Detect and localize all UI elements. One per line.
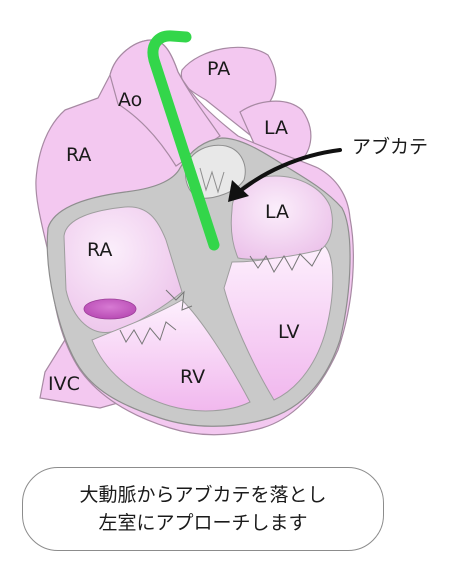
label-ivc: IVC: [48, 373, 80, 395]
catheter-arrowhead: [228, 180, 249, 202]
coronary-sinus-marker: [83, 298, 137, 320]
label-la-outer: LA: [264, 117, 288, 139]
label-ao: Ao: [118, 89, 142, 111]
caption-line-2: 左室にアプローチします: [98, 512, 308, 534]
tricuspid-leaflet: [165, 289, 193, 311]
label-lv: LV: [278, 321, 300, 343]
caption-box: 大動脈からアブカテを落とし 左室にアプローチします: [22, 467, 384, 551]
aortic-cusps: [199, 167, 225, 194]
mitral-valve: [249, 247, 323, 274]
left-atrium-chamber: [230, 175, 333, 260]
right-ventricle-chamber: [91, 299, 251, 412]
tricuspid-valve: [119, 321, 177, 346]
label-ra-outer: RA: [66, 144, 91, 166]
caption-line-1: 大動脈からアブカテを落とし: [79, 484, 327, 506]
label-la-inner: LA: [265, 201, 289, 223]
label-pa: PA: [207, 58, 230, 80]
label-ra-inner: RA: [87, 239, 112, 261]
label-catheter: アブカテ: [352, 135, 428, 158]
label-rv: RV: [180, 366, 205, 388]
catheter-arrow: [232, 148, 342, 198]
catheter-line: [147, 30, 220, 251]
